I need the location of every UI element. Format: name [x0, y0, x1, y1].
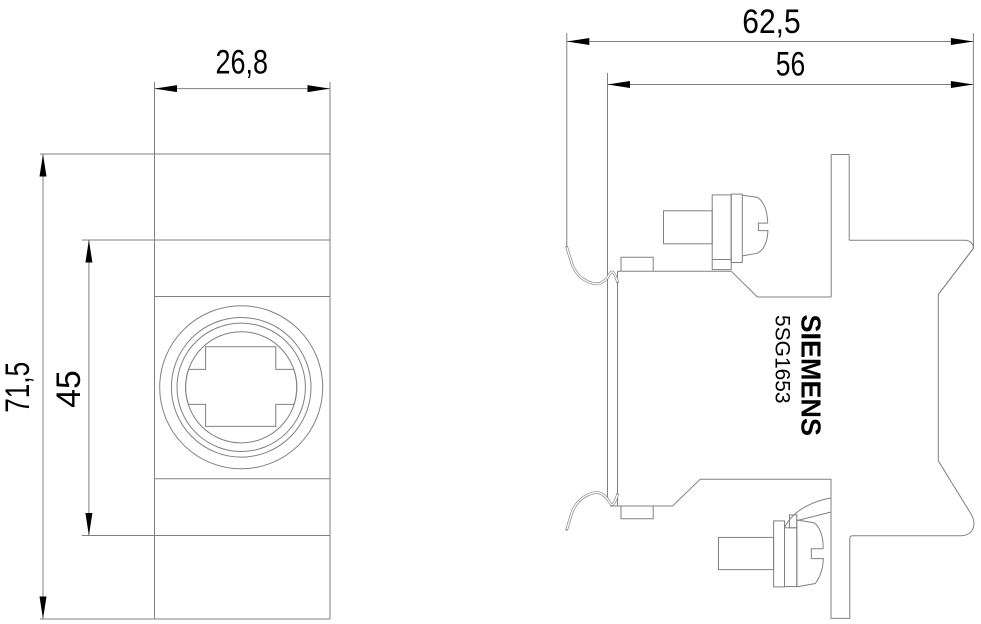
svg-text:56: 56 [776, 46, 806, 84]
svg-text:71,5: 71,5 [0, 362, 37, 413]
svg-text:26,8: 26,8 [216, 44, 269, 82]
svg-text:45: 45 [50, 370, 88, 408]
svg-text:62,5: 62,5 [742, 3, 800, 41]
svg-text:SIEMENS: SIEMENS [796, 315, 827, 437]
svg-text:5SG1653: 5SG1653 [770, 315, 794, 404]
